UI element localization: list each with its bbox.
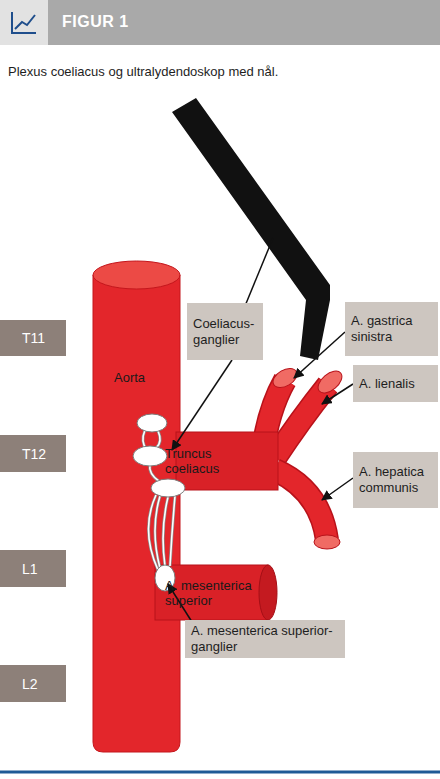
node-text: L1 <box>22 561 38 577</box>
illustration-label: Aorta <box>114 370 174 385</box>
needle <box>245 238 273 306</box>
node-text: A. lienalis <box>359 376 415 392</box>
node-text-group: Coeliacus-ganglier <box>193 316 257 348</box>
node-text: A. hepatica communis <box>359 464 432 496</box>
a-lienalis <box>275 385 328 458</box>
artery-outline <box>275 385 328 458</box>
endoscope <box>172 98 330 360</box>
node-text-group: L1 <box>22 561 38 577</box>
artery-opening <box>314 535 340 549</box>
vertebra-label: T11 <box>0 320 66 356</box>
node-text: T12 <box>22 446 46 462</box>
node-text: L2 <box>22 676 38 692</box>
illustration-label: A. mesenterica superior <box>165 578 270 608</box>
icon-box <box>0 0 48 45</box>
node-text-group: A. hepatica communis <box>359 464 432 496</box>
sma-end <box>259 565 277 620</box>
callout-box: A. mesenterica superior-ganglier <box>185 620 345 658</box>
a-hepatica-communis <box>275 470 327 540</box>
artery-outline <box>275 470 327 540</box>
chart-icon <box>12 12 36 33</box>
chart-icon <box>15 15 35 29</box>
node-text-group: T12 <box>22 446 46 462</box>
aorta <box>93 275 180 752</box>
callout-box: A. hepatica communis <box>353 452 438 508</box>
aorta-top <box>93 261 180 289</box>
node-text-group: A. lienalis <box>359 376 415 392</box>
figure-caption: Plexus coeliacus og ultralydendoskop med… <box>8 64 428 79</box>
node-text: T11 <box>22 330 45 346</box>
callout-box: A. gastrica sinistra <box>345 302 438 356</box>
illustration-label: Truncus coeliacus <box>165 446 235 476</box>
callout-box: Coeliacus-ganglier <box>187 303 263 360</box>
ganglion <box>133 414 185 591</box>
artery-opening <box>314 367 346 397</box>
node-text: Coeliacus-ganglier <box>193 316 257 348</box>
node-text-group: T11 <box>22 330 45 346</box>
figure-title: FIGUR 1 <box>62 13 129 31</box>
node-text: A. mesenterica superior-ganglier <box>191 623 339 655</box>
vertebra-label: L2 <box>0 665 66 702</box>
node-text: A. gastrica sinistra <box>351 313 432 345</box>
node-text-group: L2 <box>22 676 38 692</box>
node-text-group: A. mesenterica superior-ganglier <box>191 623 339 655</box>
bottom-rule <box>0 771 440 774</box>
header-bar <box>0 0 440 45</box>
node-text-group: A. gastrica sinistra <box>351 313 432 345</box>
artery-opening <box>270 365 301 392</box>
callout-box: A. lienalis <box>353 365 438 402</box>
vertebra-label: T12 <box>0 435 66 472</box>
vertebra-label: L1 <box>0 550 66 587</box>
